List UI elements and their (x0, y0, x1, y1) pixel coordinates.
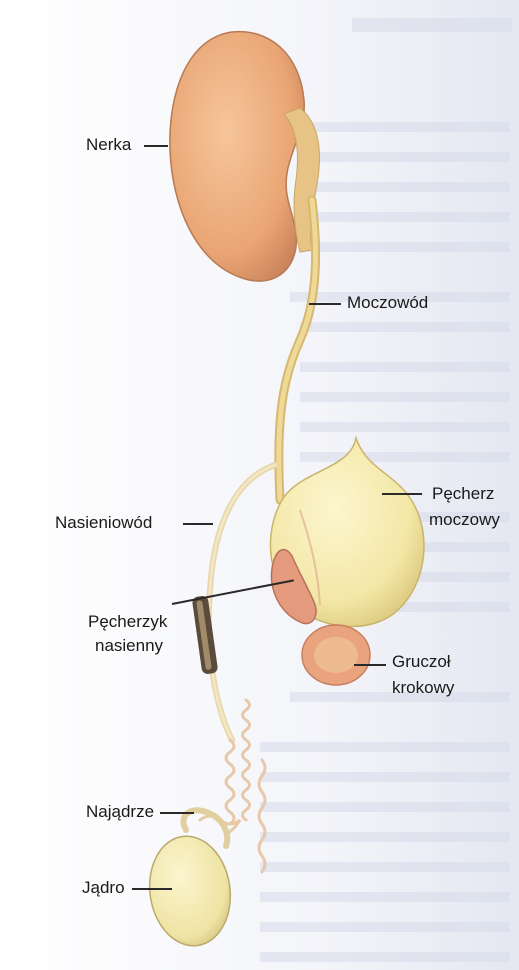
label-nasieniowod: Nasieniowód (55, 513, 152, 533)
leader-line-gruczol (354, 664, 386, 666)
label-gruczol-line2: krokowy (392, 678, 454, 698)
leader-line-jadro (132, 888, 172, 890)
leader-line-najadrze (160, 812, 194, 814)
label-pecherz-line2: moczowy (429, 510, 500, 530)
label-moczowod: Moczowód (347, 293, 428, 313)
leader-line-nerka (144, 145, 168, 147)
leader-line-nasieniowod (183, 523, 213, 525)
label-pecherz-line1: Pęcherz (432, 484, 494, 504)
label-gruczol-line1: Gruczoł (392, 652, 451, 672)
label-pecherzyk-line2: nasienny (95, 636, 163, 656)
label-jadro: Jądro (82, 878, 125, 898)
label-pecherzyk-line1: Pęcherzyk (88, 612, 167, 632)
label-nerka: Nerka (86, 135, 131, 155)
label-najadrze: Najądrze (86, 802, 154, 822)
leader-line-pecherz (382, 493, 422, 495)
leader-line-moczowod (309, 303, 341, 305)
